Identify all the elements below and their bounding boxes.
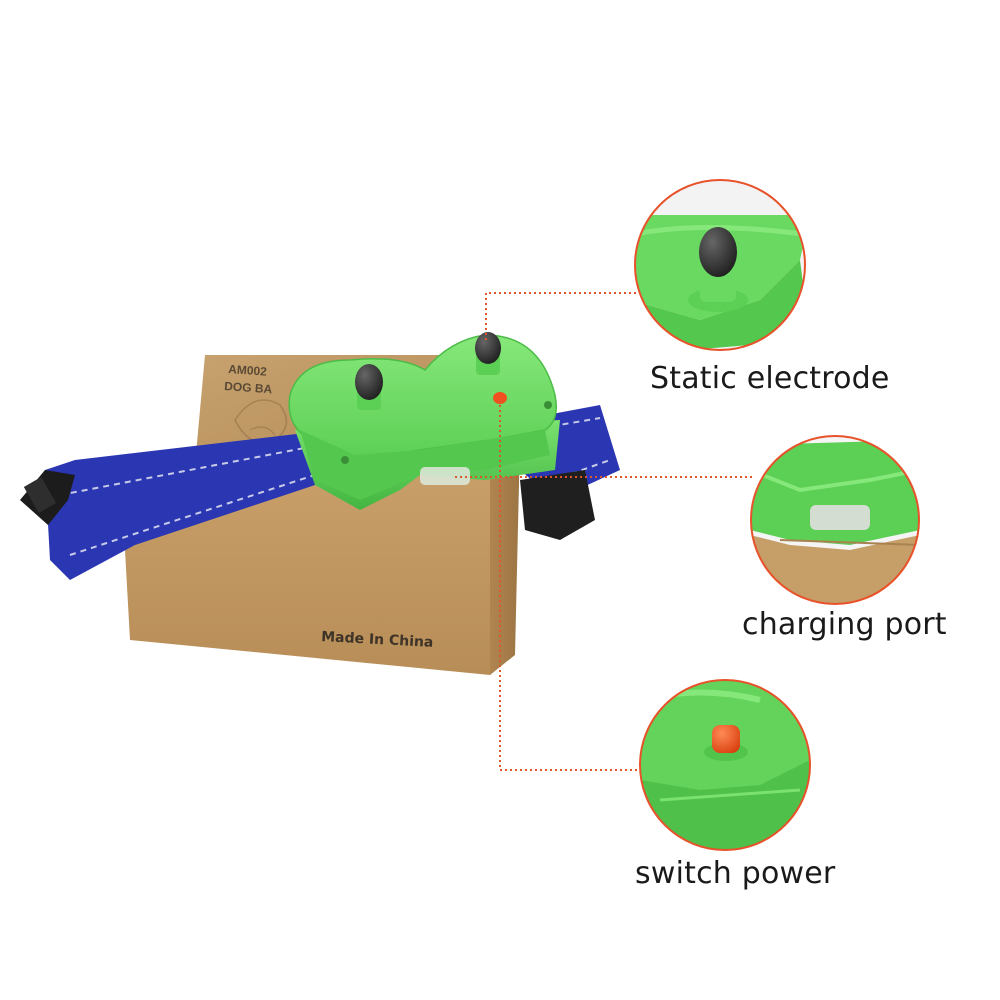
box-origin-text: Made In China	[321, 629, 434, 651]
leader-lines	[455, 292, 752, 771]
leader-line-switch	[499, 400, 640, 771]
callout-switch-power	[639, 679, 811, 851]
box-model-text: AM002	[228, 362, 268, 379]
label-charging-port: charging port	[742, 607, 947, 642]
blue-strap	[20, 405, 620, 580]
label-switch-power: switch power	[635, 856, 836, 891]
box-product-text: DOG BA	[224, 379, 273, 396]
label-static-electrode: Static electrode	[650, 361, 890, 396]
collar-device	[288, 332, 560, 510]
callout-charging-port	[750, 435, 920, 605]
callout-static-electrode	[634, 179, 806, 351]
leader-line-electrode	[485, 292, 637, 340]
